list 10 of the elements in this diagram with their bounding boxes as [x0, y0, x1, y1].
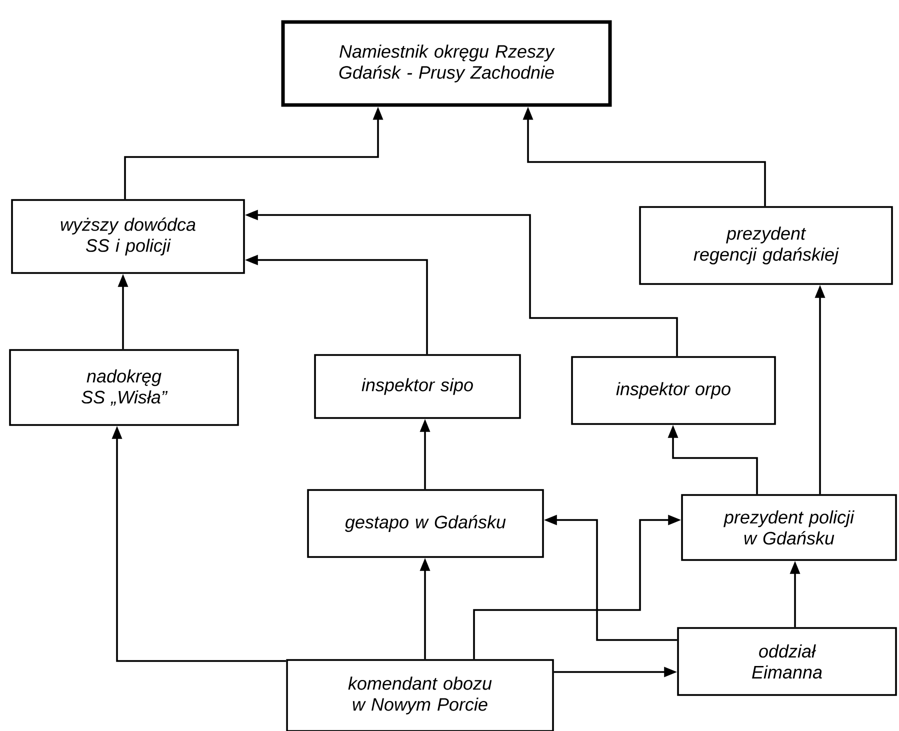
org-box: prezydent regencji gdańskiej: [639, 206, 893, 285]
org-box: oddział Eimanna: [677, 627, 897, 696]
org-box: nadokręg SS „Wisła”: [9, 349, 239, 426]
org-box: inspektor orpo: [571, 356, 776, 425]
org-box: inspektor sipo: [314, 354, 521, 419]
org-box: gestapo w Gdańsku: [307, 489, 544, 558]
org-box: prezydent policji w Gdańsku: [681, 494, 897, 561]
org-box: wyższy dowódca SS i policji: [11, 199, 245, 274]
org-box: komendant obozu w Nowym Porcie: [286, 659, 554, 731]
main-box: Namiestnik okręgu Rzeszy Gdańsk - Prusy Zachodnie: [281, 20, 612, 107]
